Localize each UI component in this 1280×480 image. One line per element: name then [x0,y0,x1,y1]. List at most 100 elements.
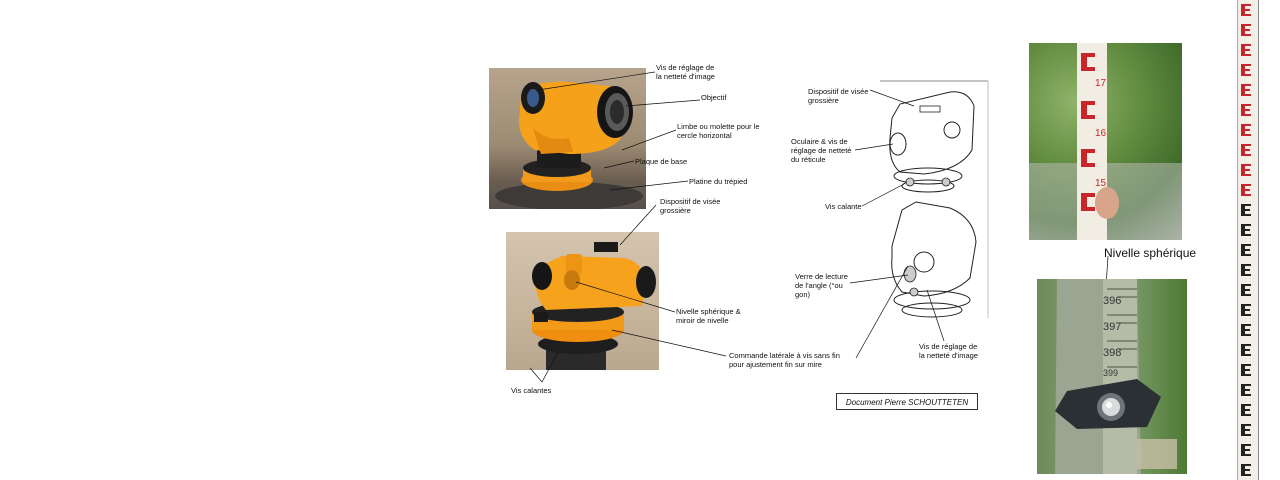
staff-mark [1245,4,1251,6]
staff-mark [1245,184,1251,186]
staff-mark [1245,29,1250,31]
staff-mark [1245,449,1250,451]
vertical-staff-strip [1237,0,1259,480]
staff-mark [1245,394,1251,396]
staff-mark [1245,109,1250,111]
staff-mark [1245,149,1250,151]
staff-mark [1245,464,1251,466]
staff-mark [1241,444,1245,456]
staff-mark [1245,114,1251,116]
staff-mark [1245,54,1251,56]
staff-mark [1245,104,1251,106]
label-focus-screw-top: Vis de réglage de la netteté d'image [656,63,715,81]
instrument-photo-bottom [506,232,659,370]
level-number-399: 399 [1103,368,1119,378]
staff-mark [1245,409,1250,411]
staff-mark [1245,454,1251,456]
staff-mark [1245,74,1251,76]
staff-mark [1241,324,1245,336]
staff-mark [1245,444,1251,446]
staff-mark [1245,204,1251,206]
staff-mark [1245,44,1251,46]
label-limb: Limbe ou molette pour le cercle horizont… [677,122,760,140]
staff-mark [1241,24,1245,36]
leveling-staff-photo: 17 16 15 [1029,43,1182,240]
label-eyepiece: Oculaire & vis de réglage de netteté du … [791,137,852,164]
staff-mark [1245,309,1250,311]
staff-mark [1245,344,1251,346]
staff-mark [1245,354,1251,356]
staff-mark [1241,384,1245,396]
staff-mark [1245,374,1251,376]
staff-mark [1245,174,1251,176]
document-credit: Document Pierre SCHOUTTETEN [836,393,978,410]
staff-mark [1245,69,1250,71]
staff-mark [1245,164,1251,166]
staff-mark [1245,284,1251,286]
label-base-plate: Plaque de base [635,157,688,166]
staff-mark [1241,264,1245,276]
staff-number-15: 15 [1095,178,1107,189]
spherical-level-photo: 396 397 398 399 [1037,279,1187,474]
staff-mark [1245,264,1251,266]
staff-mark [1245,244,1251,246]
staff-mark [1241,424,1245,436]
staff-mark [1241,164,1245,176]
staff-mark [1241,104,1245,116]
staff-mark [1245,124,1251,126]
staff-mark [1245,89,1250,91]
staff-mark [1245,249,1250,251]
label-objective: Objectif [701,93,727,102]
staff-mark [1241,124,1245,136]
staff-mark [1245,134,1251,136]
label-spherical-level-mirror: Nivelle sphérique & miroir de nivelle [676,307,741,325]
label-lateral-control: Commande latérale à vis sans fin pour aj… [729,351,840,369]
level-number-398: 398 [1103,347,1122,359]
staff-mark [1241,184,1245,196]
staff-mark [1241,64,1245,76]
staff-mark [1245,334,1251,336]
label-reading-glass: Verre de lecture de l'angle (°ou gon) [795,272,848,299]
staff-mark [1241,224,1245,236]
staff-mark [1245,289,1250,291]
spherical-level-caption: Nivelle sphérique [1104,246,1197,260]
staff-mark [1241,304,1245,316]
staff-mark [1241,464,1245,476]
staff-mark [1245,414,1251,416]
staff-mark [1245,274,1251,276]
staff-mark [1245,49,1250,51]
staff-mark [1245,429,1250,431]
staff-mark [1245,424,1251,426]
staff-mark [1245,24,1251,26]
staff-mark [1241,4,1245,16]
staff-mark [1245,214,1251,216]
staff-mark [1241,244,1245,256]
label-tripod-plate: Platine du trépied [689,177,748,186]
staff-mark [1245,404,1251,406]
staff-mark [1245,324,1251,326]
staff-mark [1245,304,1251,306]
staff-mark [1245,469,1250,471]
label-focus-screw-drawing: Vis de réglage de la netteté d'image [919,342,978,360]
staff-mark [1245,254,1251,256]
staff-mark [1245,9,1250,11]
label-coarse-sight-photo: Dispositif de visée grossière [660,197,721,215]
staff-mark [1245,94,1251,96]
staff-mark [1245,209,1250,211]
staff-mark [1245,384,1251,386]
staff-number-17: 17 [1095,78,1107,89]
label-leveling-screw-drawing: Vis calante [825,202,862,211]
staff-mark [1245,269,1250,271]
staff-mark [1245,369,1250,371]
staff-mark [1245,84,1251,86]
staff-mark [1241,364,1245,376]
staff-mark [1245,154,1251,156]
staff-mark [1241,344,1245,356]
staff-mark [1245,229,1250,231]
staff-mark [1245,364,1251,366]
staff-mark [1241,204,1245,216]
staff-mark [1241,44,1245,56]
staff-number-16: 16 [1095,128,1107,139]
staff-mark [1245,169,1250,171]
staff-mark [1245,314,1251,316]
